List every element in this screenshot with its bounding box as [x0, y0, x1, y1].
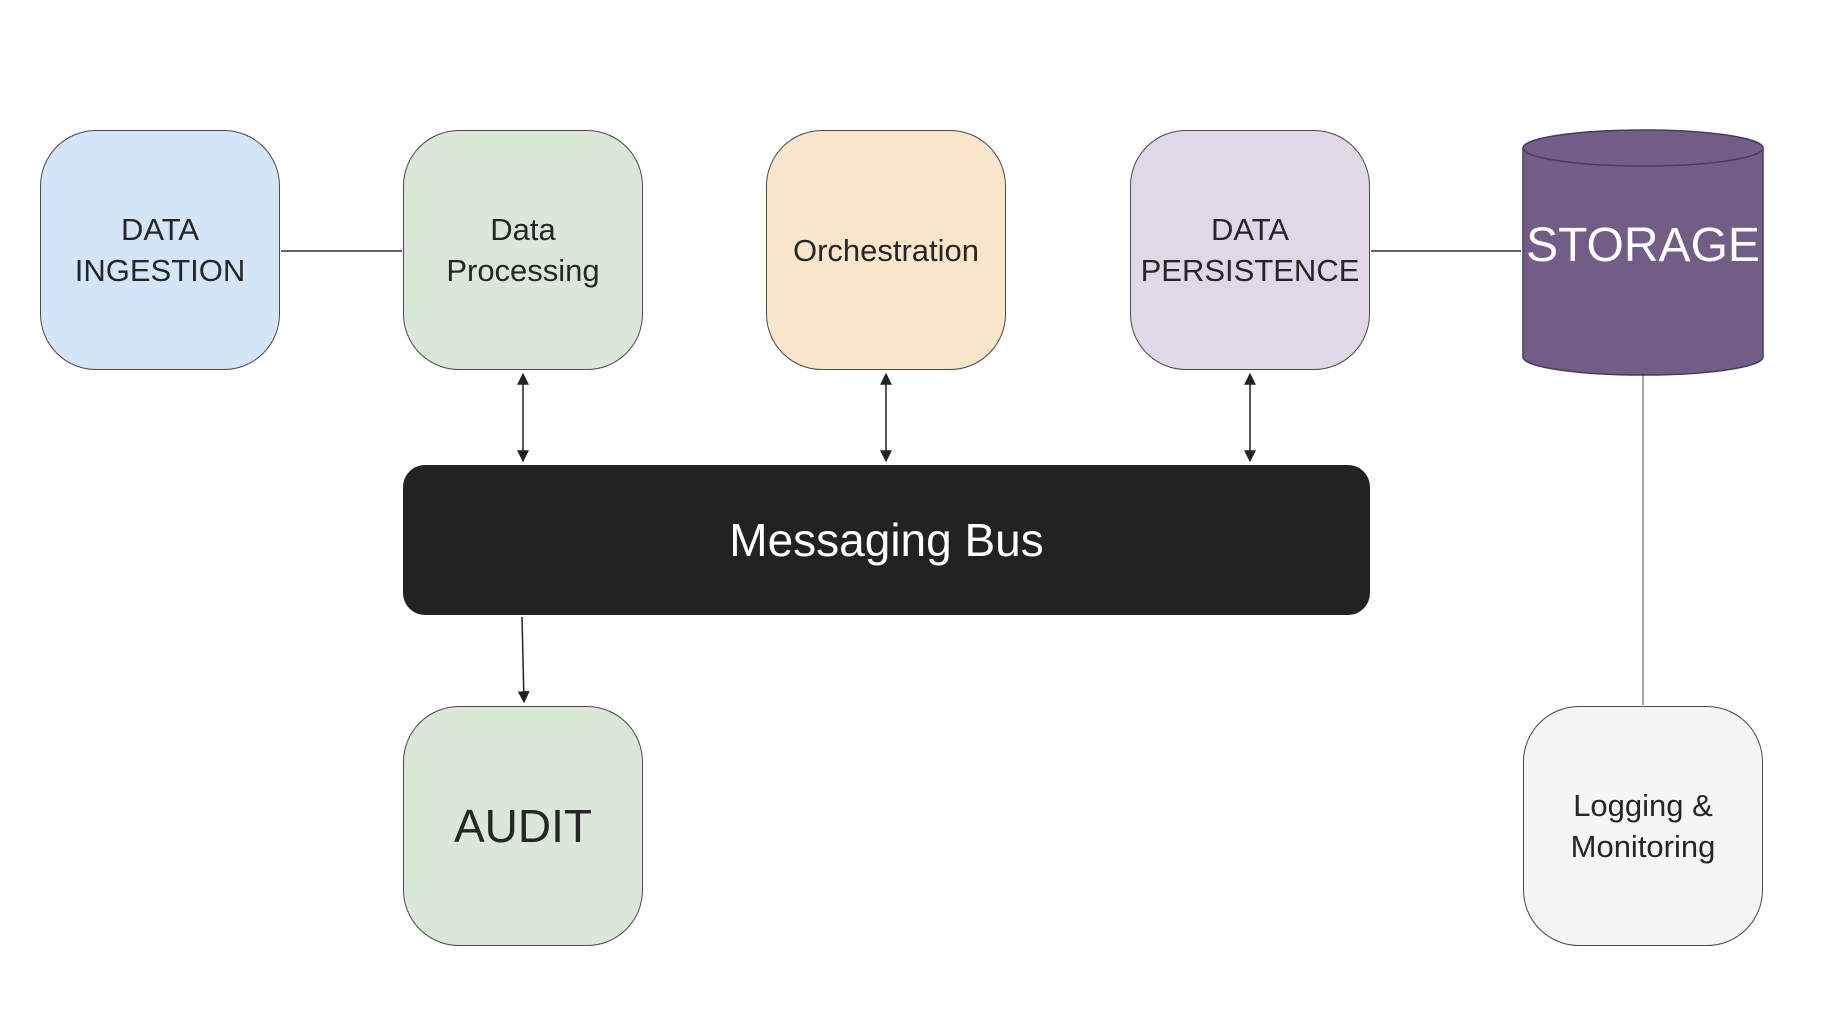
messaging-bus-label: Messaging Bus — [729, 514, 1044, 566]
node-audit-label: AUDIT — [454, 800, 592, 852]
messaging-bus[interactable]: Messaging Bus — [403, 465, 1370, 615]
node-audit[interactable]: AUDIT — [403, 706, 643, 946]
node-data-ingestion[interactable]: DATA INGESTION — [40, 130, 280, 370]
node-data-persistence-label: DATA PERSISTENCE — [1140, 212, 1360, 288]
node-logging-monitoring[interactable]: Logging & Monitoring — [1523, 706, 1763, 946]
node-data-ingestion-label: DATA INGESTION — [74, 212, 246, 288]
node-data-processing-label: Data Processing — [446, 212, 600, 288]
edge-bus-audit — [517, 616, 530, 704]
node-orchestration-label: Orchestration — [792, 232, 980, 268]
node-orchestration[interactable]: Orchestration — [766, 130, 1006, 370]
storage-cylinder-body — [1522, 147, 1764, 376]
node-data-persistence[interactable]: DATA PERSISTENCE — [1130, 130, 1370, 370]
storage-label: STORAGE — [1526, 218, 1760, 272]
storage-cylinder[interactable] — [1522, 129, 1764, 376]
storage-cylinder-top — [1522, 129, 1764, 167]
node-data-processing[interactable]: Data Processing — [403, 130, 643, 370]
node-logging-monitoring-label: Logging & Monitoring — [1570, 788, 1716, 864]
